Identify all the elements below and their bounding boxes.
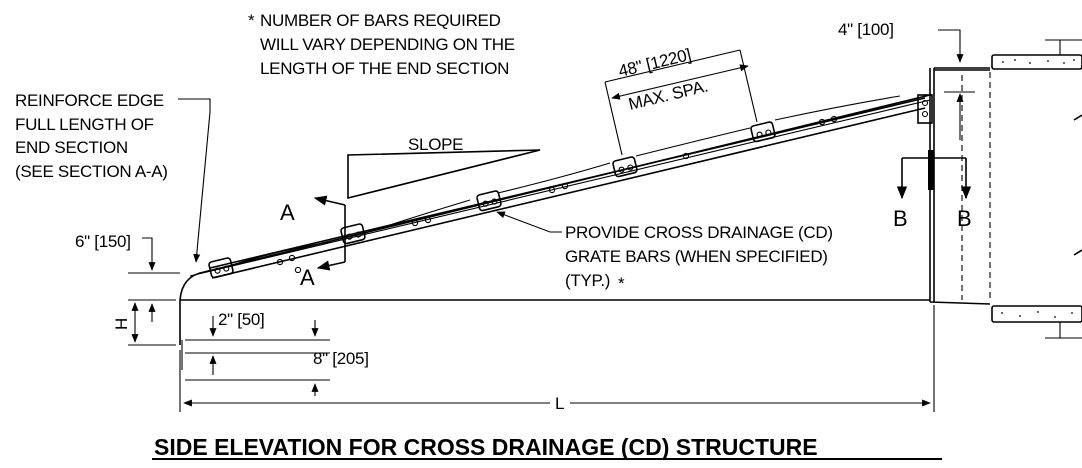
bars-note: * NUMBER OF BARS REQUIRED WILL VARY DEPE… <box>248 11 515 78</box>
cd-note-asterisk: * <box>618 274 625 293</box>
reinforce-note-line3: END SECTION <box>15 138 128 157</box>
bolt-holes <box>276 115 838 274</box>
grate-bar <box>476 190 502 212</box>
pipe-connection <box>917 39 1082 339</box>
reinforce-note-line4: (SEE SECTION A-A) <box>15 162 168 181</box>
reinforce-note: REINFORCE EDGE FULL LENGTH OF END SECTIO… <box>15 91 211 263</box>
length-label: L <box>555 394 564 413</box>
grate-bars <box>208 115 838 279</box>
grate-bar <box>208 257 234 279</box>
section-b-marks: B B <box>893 157 972 231</box>
grate-bar <box>340 223 366 245</box>
slope-label: SLOPE <box>408 135 463 154</box>
bar-depth-label: 8" [205] <box>313 349 369 368</box>
h-dimension: H <box>112 302 176 346</box>
bars-note-asterisk: * <box>248 11 255 30</box>
reinforce-note-line1: REINFORCE EDGE <box>15 91 164 110</box>
top-gap-label: 4" [100] <box>838 20 894 39</box>
grate-bar <box>612 156 638 178</box>
edge-height-label: 6" [150] <box>75 232 131 251</box>
end-section-outline <box>179 68 991 345</box>
spacing-label: 48" [1220] <box>616 45 692 81</box>
bars-note-line2: WILL VARY DEPENDING ON THE <box>260 35 515 54</box>
drawing-title: SIDE ELEVATION FOR CROSS DRAINAGE (CD) S… <box>152 434 942 460</box>
bars-note-line1: NUMBER OF BARS REQUIRED <box>260 11 501 30</box>
section-mark-b-left: B <box>893 206 907 231</box>
section-mark-a-top: A <box>280 200 295 225</box>
section-mark-b-right: B <box>957 206 971 231</box>
edge-height-dimension: 6" [150] <box>75 232 180 322</box>
bar-offset-label: 2" [50] <box>218 310 264 329</box>
length-dimension: L <box>179 305 935 413</box>
grate-bar <box>750 121 776 143</box>
cd-note: PROVIDE CROSS DRAINAGE (CD) GRATE BARS (… <box>496 211 833 293</box>
section-a-marks: A A <box>280 195 346 290</box>
cd-note-line2: GRATE BARS (WHEN SPECIFIED) <box>565 247 828 266</box>
reinforce-note-line2: FULL LENGTH OF <box>15 115 154 134</box>
title-text: SIDE ELEVATION FOR CROSS DRAINAGE (CD) S… <box>154 434 818 460</box>
section-mark-a-bottom: A <box>300 265 315 290</box>
spacing-dimension: 48" [1220] MAX. SPA. <box>604 45 758 156</box>
bars-note-line3: LENGTH OF THE END SECTION <box>260 59 509 78</box>
top-gap-dimension: 4" [100] <box>838 20 975 140</box>
cd-note-line1: PROVIDE CROSS DRAINAGE (CD) <box>565 223 833 242</box>
h-label: H <box>112 318 131 330</box>
cd-note-line3: (TYP.) <box>565 271 610 290</box>
grate-bar-assembly <box>209 95 926 279</box>
bar-offset-dimension: 2" [50] 8" [205] <box>181 310 369 396</box>
slope-indicator: SLOPE <box>347 135 541 200</box>
spacing-note-label: MAX. SPA. <box>626 76 709 113</box>
